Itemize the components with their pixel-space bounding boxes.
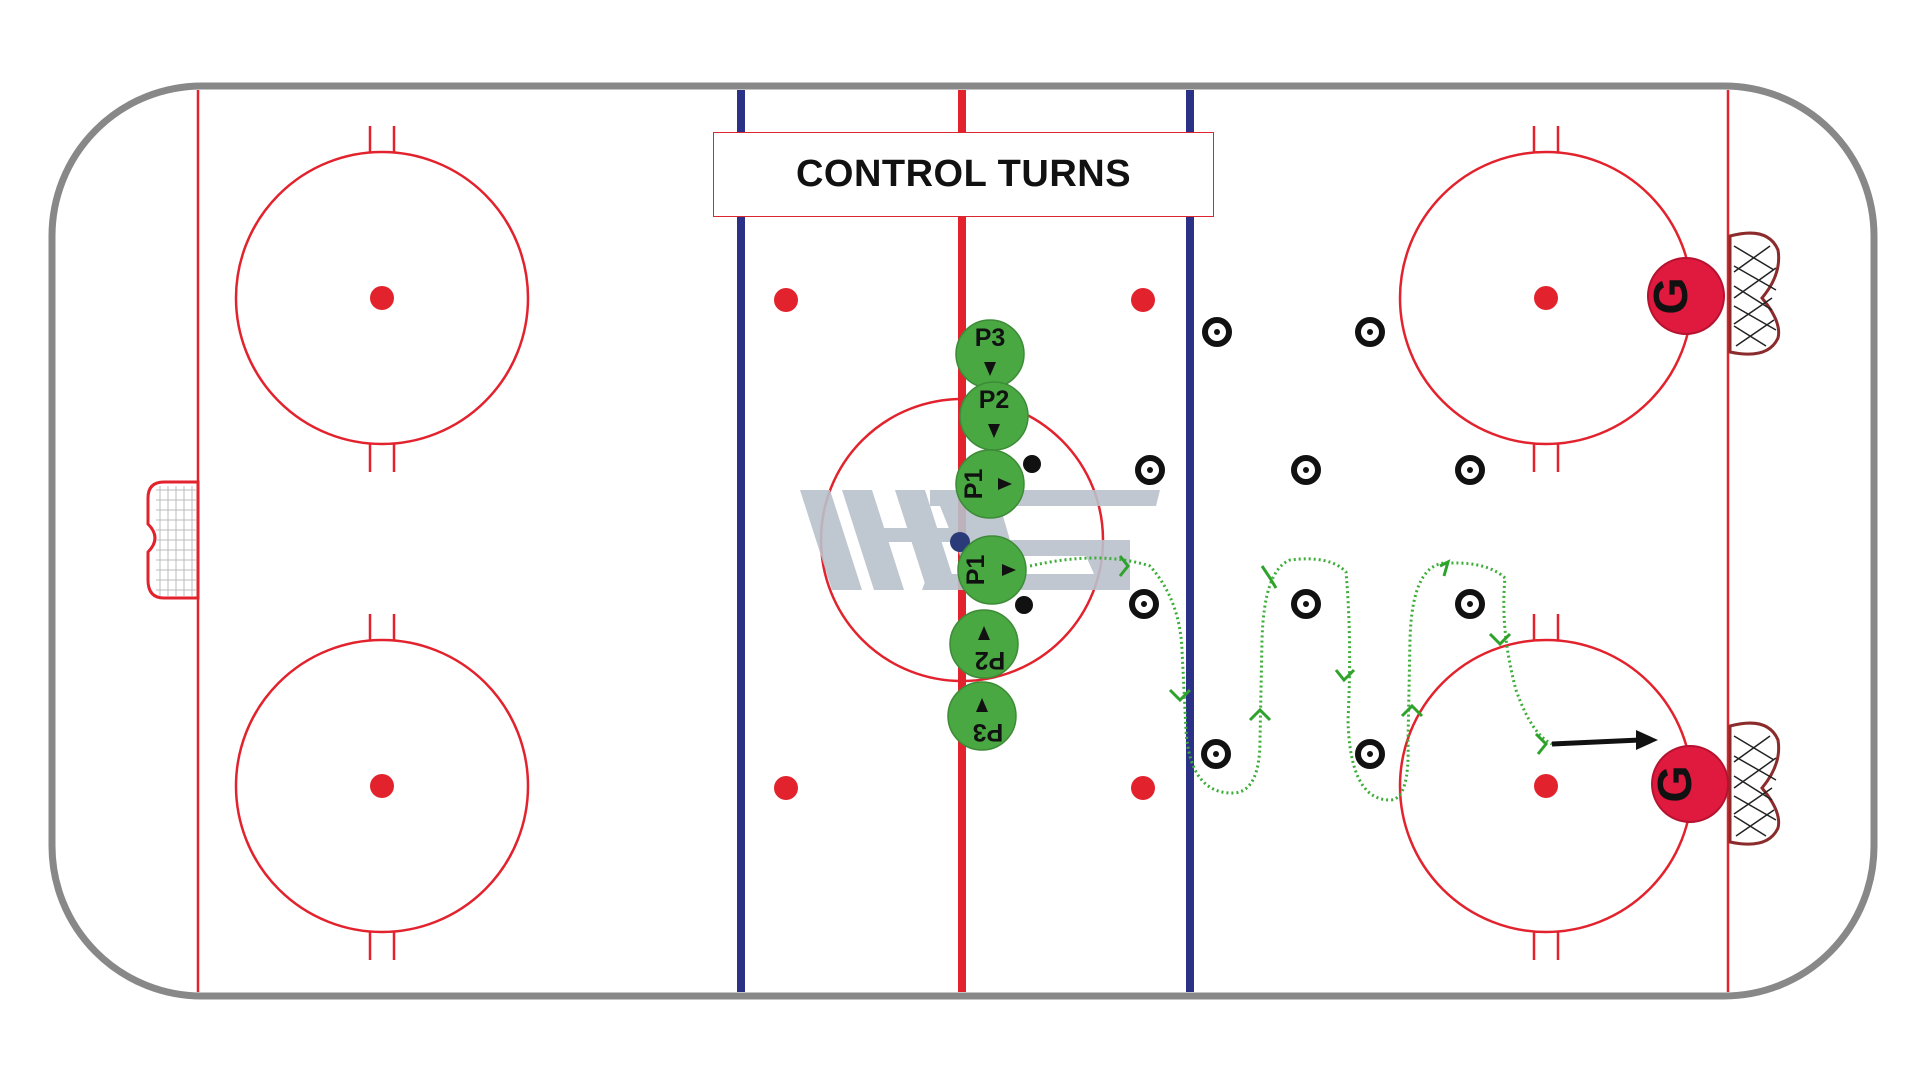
drill-title-box: CONTROL TURNS	[713, 132, 1214, 217]
player-label: P2	[975, 646, 1006, 674]
cone-icon	[1129, 589, 1159, 619]
shot-arrow	[1551, 730, 1658, 750]
cone-icon	[1291, 455, 1321, 485]
player-label: P2	[979, 386, 1010, 414]
player-p3-top: P3	[955, 319, 1025, 389]
goalie-upper: G	[1645, 257, 1725, 335]
cone-icon	[1355, 317, 1385, 347]
player-label: P3	[973, 718, 1004, 746]
player-direction-icon	[988, 424, 1000, 438]
cone-icon	[1455, 455, 1485, 485]
cone-icon	[1135, 455, 1165, 485]
cone-icon	[1355, 739, 1385, 769]
direction-arrow-icon	[1118, 555, 1549, 755]
drill-title: CONTROL TURNS	[795, 153, 1132, 195]
cone-icon	[1455, 589, 1485, 619]
neutral-dot-right-bottom	[1131, 776, 1155, 800]
neutral-dot-left-top	[774, 288, 798, 312]
player-direction-icon	[984, 362, 996, 376]
faceoff-circle-left-bottom	[234, 614, 530, 960]
cone-icon	[1201, 739, 1231, 769]
faceoff-dot	[370, 774, 394, 798]
player-direction-icon	[998, 478, 1012, 490]
player-direction-icon	[978, 626, 990, 640]
player-direction-icon	[1002, 564, 1016, 576]
faceoff-dot	[370, 286, 394, 310]
player-p1-bottom: P1	[957, 535, 1027, 605]
net-icon	[1728, 231, 1781, 356]
puck-icon	[1023, 455, 1041, 473]
player-p2-top: P2	[959, 381, 1029, 451]
net-icon	[146, 480, 200, 600]
faceoff-circle-left-top	[234, 126, 530, 472]
neutral-dot-right-top	[1131, 288, 1155, 312]
skating-path	[1029, 556, 1553, 802]
faceoff-dot	[1534, 286, 1558, 310]
player-p3-bottom: P3	[947, 681, 1017, 751]
player-label: P1	[962, 555, 990, 586]
player-p2-bottom: P2	[949, 609, 1019, 679]
player-p1-top: P1	[955, 449, 1025, 519]
net-icon	[1728, 721, 1781, 846]
player-label: P1	[960, 469, 988, 500]
faceoff-dot	[1534, 774, 1558, 798]
player-label: P3	[975, 324, 1006, 352]
puck-icon	[950, 532, 970, 552]
neutral-dot-left-bottom	[774, 776, 798, 800]
puck-icon	[1015, 596, 1033, 614]
goalie-label: G	[1649, 765, 1702, 802]
cone-icon	[1291, 589, 1321, 619]
cones	[1129, 317, 1485, 769]
goalie-label: G	[1645, 277, 1698, 314]
player-direction-icon	[976, 698, 988, 712]
cone-icon	[1202, 317, 1232, 347]
goalie-lower: G	[1649, 745, 1729, 823]
